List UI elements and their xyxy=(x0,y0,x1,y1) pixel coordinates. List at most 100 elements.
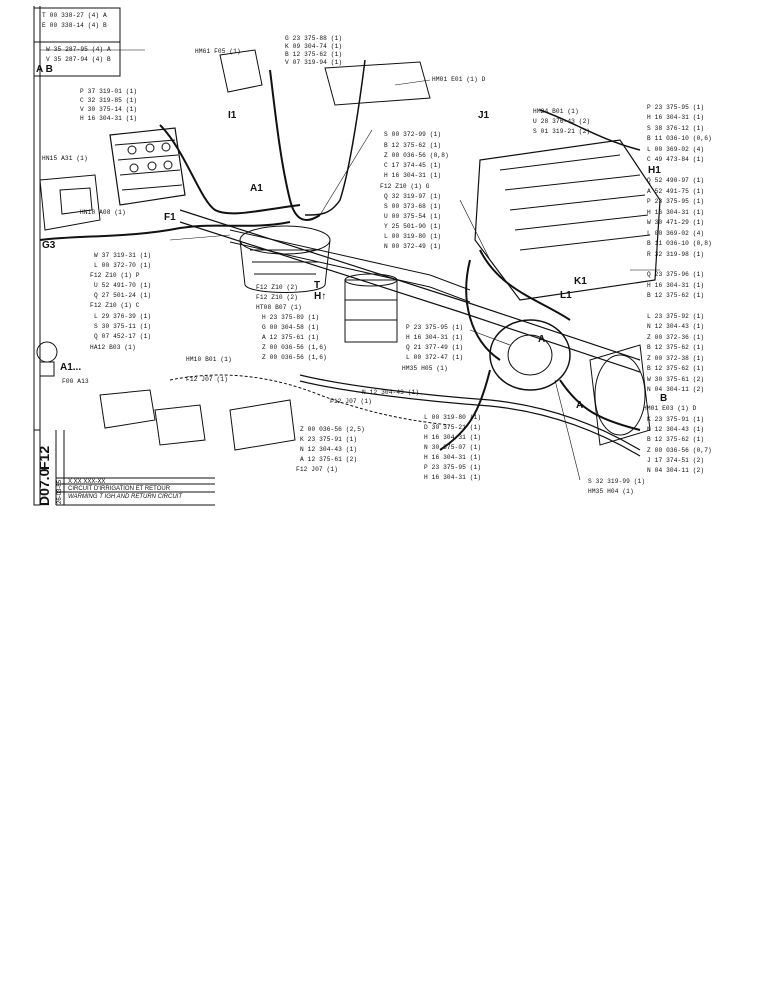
callout-z00: Z 00 036-56 (0,8) xyxy=(384,152,449,159)
callout-bottom-19: L1 xyxy=(560,290,572,301)
callout-right-28: B 12 375-62 (1) xyxy=(647,365,705,372)
callout-right-32: HM01 E03 (1) D xyxy=(643,405,697,412)
callout-right-3: S 01 319-21 (2) xyxy=(533,128,591,135)
callout-hm10: HM10 B01 (1) xyxy=(186,356,232,363)
legend-row-3: W 35 287-95 (4) A xyxy=(46,46,111,53)
callout-right-24: N 12 304-43 (1) xyxy=(647,323,705,330)
callout-right-9: L 00 369-02 (4) xyxy=(647,146,705,153)
callout-lower-left-10: HA12 B03 (1) xyxy=(90,344,136,351)
callout-right-19: R 32 319-98 (1) xyxy=(647,251,705,258)
callout-hm61: HM61 F05 (1) xyxy=(195,48,241,55)
callout-k09: K 09 304-74 (1) xyxy=(285,43,343,50)
callout-bottom-20: A xyxy=(576,400,584,411)
callout-right-21: H 16 304-31 (1) xyxy=(647,282,705,289)
callout-p23: P 23 375-95 (1) xyxy=(406,324,464,331)
callout-q21: Q 21 377-49 (1) xyxy=(406,344,464,351)
callout-s00b: S 00 373-68 (1) xyxy=(384,203,442,210)
callout-right-5: P 23 375-95 (1) xyxy=(647,104,705,111)
callout-right-37: J 17 374-51 (2) xyxy=(647,457,705,464)
callout-right-6: H 16 304-31 (1) xyxy=(647,114,705,121)
callout-lower-left-6: F12 Z10 (1) C xyxy=(90,302,140,309)
reference-number: X XX XXX-XX xyxy=(68,479,106,485)
callout-hn15: HN15 A31 (1) xyxy=(42,155,88,162)
callout-bottom-2: F00 A13 xyxy=(62,378,89,385)
callout-bottom-13: H 16 304-31 (1) xyxy=(424,434,482,441)
callout-bottom-6: Z 00 036-56 (2,5) xyxy=(300,426,365,433)
callout-right-11: H1 xyxy=(648,165,661,176)
callout-b12: B 12 375-62 (1) xyxy=(285,51,343,58)
callout-lower-left-4: U 52 491-70 (1) xyxy=(94,282,152,289)
callout-i1: I1 xyxy=(228,110,237,121)
callout-bottom-11: L 00 319-80 (1) xyxy=(424,414,482,421)
callout-right-4: J1 xyxy=(478,110,490,121)
callout-g23: G 23 375-88 (1) xyxy=(285,35,343,42)
callout-bottom-17: H 16 304-31 (1) xyxy=(424,474,482,481)
legend-label: A B xyxy=(36,64,53,75)
callout-right-10: C 49 473-84 (1) xyxy=(647,156,705,163)
legend-row-1: T 00 338-27 (4) A xyxy=(42,12,107,19)
callout-b12b: B 12 375-62 (1) xyxy=(384,142,442,149)
callout-lower-left-1: W 37 319-31 (1) xyxy=(94,252,152,259)
callout-bottom-1: A1... xyxy=(60,362,82,373)
callout-h16: H 16 304-31 (1) xyxy=(80,115,138,122)
callout-right-16: W 30 471-29 (1) xyxy=(647,219,705,226)
callout-t: T xyxy=(314,280,321,291)
callout-right-29: W 30 375-61 (2) xyxy=(647,376,705,383)
callout-a1: A1 xyxy=(250,183,263,194)
callout-right-23: L 23 375-92 (1) xyxy=(647,313,705,320)
callout-g00: G 00 304-58 (1) xyxy=(262,324,320,331)
callout-bottom-15: H 16 304-31 (1) xyxy=(424,454,482,461)
callout-right-2: U 28 376-43 (2) xyxy=(533,118,591,125)
callout-right-22: B 12 375-62 (1) xyxy=(647,292,705,299)
callout-ht: H↑ xyxy=(314,291,327,302)
callout-hm35: HM35 H05 (1) xyxy=(402,365,448,372)
callout-h16b: H 16 304-31 (1) xyxy=(384,172,442,179)
callout-h23: H 23 375-89 (1) xyxy=(262,314,320,321)
callout-a-center: A xyxy=(538,334,546,345)
callout-y25: Y 25 501-90 (1) xyxy=(384,223,442,230)
callout-g3: G3 xyxy=(42,240,56,251)
callout-bottom-9: A 12 375-61 (2) xyxy=(300,456,358,463)
callout-bottom-14: N 30 375-07 (1) xyxy=(424,444,482,451)
callout-s00: S 00 372-99 (1) xyxy=(384,131,442,138)
title-french: CIRCUIT D'IRRIGATION ET RETOUR xyxy=(68,486,171,492)
callout-bottom-3: F12 J07 (1) xyxy=(186,376,228,383)
callout-lower-left-3: F12 Z10 (1) P xyxy=(90,272,140,279)
callout-c32: C 32 319-85 (1) xyxy=(80,97,138,104)
callout-bottom-7: K 23 375-91 (1) xyxy=(300,436,358,443)
callout-h16c: H 16 304-31 (1) xyxy=(406,334,464,341)
callout-v07: V 07 319-94 (1) xyxy=(285,59,343,66)
callout-right-7: S 38 376-12 (1) xyxy=(647,125,705,132)
callout-right-33: K 23 375-91 (1) xyxy=(647,416,705,423)
callout-u00: U 00 375-54 (1) xyxy=(384,213,442,220)
callout-lower-left-5: Q 27 501-24 (1) xyxy=(94,292,152,299)
callout-right-38: N 04 304-11 (2) xyxy=(647,467,705,474)
callout-right-25: Z 00 372-36 (1) xyxy=(647,334,705,341)
callout-v30: V 30 375-14 (1) xyxy=(80,106,138,113)
revision-date: 26-03-85 xyxy=(57,479,63,504)
callout-bottom-16: P 23 375-95 (1) xyxy=(424,464,482,471)
callout-f12g: F12 Z10 (1) G xyxy=(380,183,430,190)
title-english: WARMING T IGH AND RETURN CIRCUIT xyxy=(68,494,182,500)
callout-z00b: Z 00 036-56 (1,6) xyxy=(262,354,327,361)
callout-right-30: N 04 304-11 (2) xyxy=(647,386,705,393)
callout-right-20: Q 23 375-96 (1) xyxy=(647,271,705,278)
callout-right-18: B 11 036-10 (0,8) xyxy=(647,240,712,247)
callout-f12z10a: F12 Z10 (2) xyxy=(256,284,298,291)
callout-bottom-12: D 30 375-21 (1) xyxy=(424,424,482,431)
callout-l00c: L 00 372-47 (1) xyxy=(406,354,464,361)
callout-bottom-4: N 12 304-43 (1) xyxy=(362,389,420,396)
callout-a12: A 12 375-61 (1) xyxy=(262,334,320,341)
callout-hn18: HN18 A08 (1) xyxy=(80,209,126,216)
callout-right-8: B 11 036-10 (0,6) xyxy=(647,135,712,142)
callout-n00: N 00 372-49 (1) xyxy=(384,243,442,250)
callout-right-27: Z 00 372-38 (1) xyxy=(647,355,705,362)
callout-hm01: HM01 E01 (1) D xyxy=(432,76,486,83)
callout-right-17: L 00 369-02 (4) xyxy=(647,230,705,237)
callout-bottom-18: K1 xyxy=(574,276,587,287)
callout-right-40: HM35 H04 (1) xyxy=(588,488,634,495)
callout-right-1: HM24 B01 (1) xyxy=(533,108,579,115)
callout-lower-left-2: L 00 372-70 (1) xyxy=(94,262,152,269)
